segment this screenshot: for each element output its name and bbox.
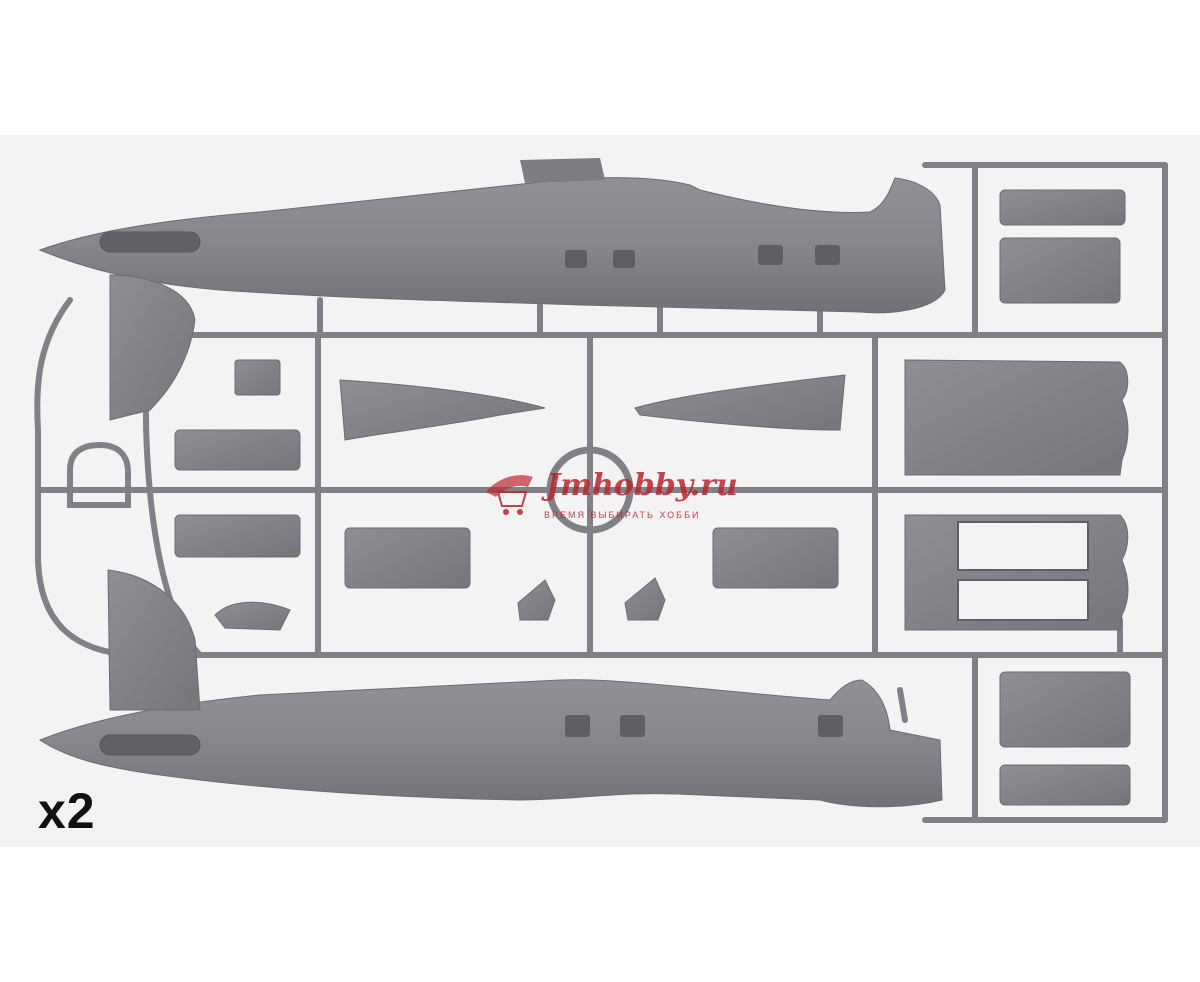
panel-top-right-1 [999,189,1126,226]
wing-part-right [634,374,846,431]
watermark-tagline: ВРЕМЯ ВЫБИРАТЬ ХОББИ [544,510,701,520]
nacelle-panel-upper [904,359,1129,476]
watermark: Jmhobby.ru ВРЕМЯ ВЫБИРАТЬ ХОББИ [478,462,738,532]
panel-top-right-2 [999,237,1121,304]
tail-fin-upper [109,274,196,421]
panel-bottom-right-1 [999,671,1131,748]
panel-bottom-right-2 [999,764,1131,806]
sprue-ring [546,446,634,534]
wedge-part-right [624,577,666,621]
quantity-label: x2 [38,783,96,839]
wing-part-left [339,379,546,441]
panel-center-right [712,527,839,589]
nacelle-panel-lower [904,514,1129,631]
shopping-cart-icon [486,475,533,515]
fuselage-lower [38,679,943,808]
tail-fin-lower [107,569,201,711]
watermark-brand: Jmhobby.ru [546,468,738,503]
panel-center-left [344,527,471,589]
fuselage-upper [38,158,946,314]
small-parts-left [67,359,301,631]
runner-frame [34,162,1168,823]
wedge-part-left [517,579,556,621]
